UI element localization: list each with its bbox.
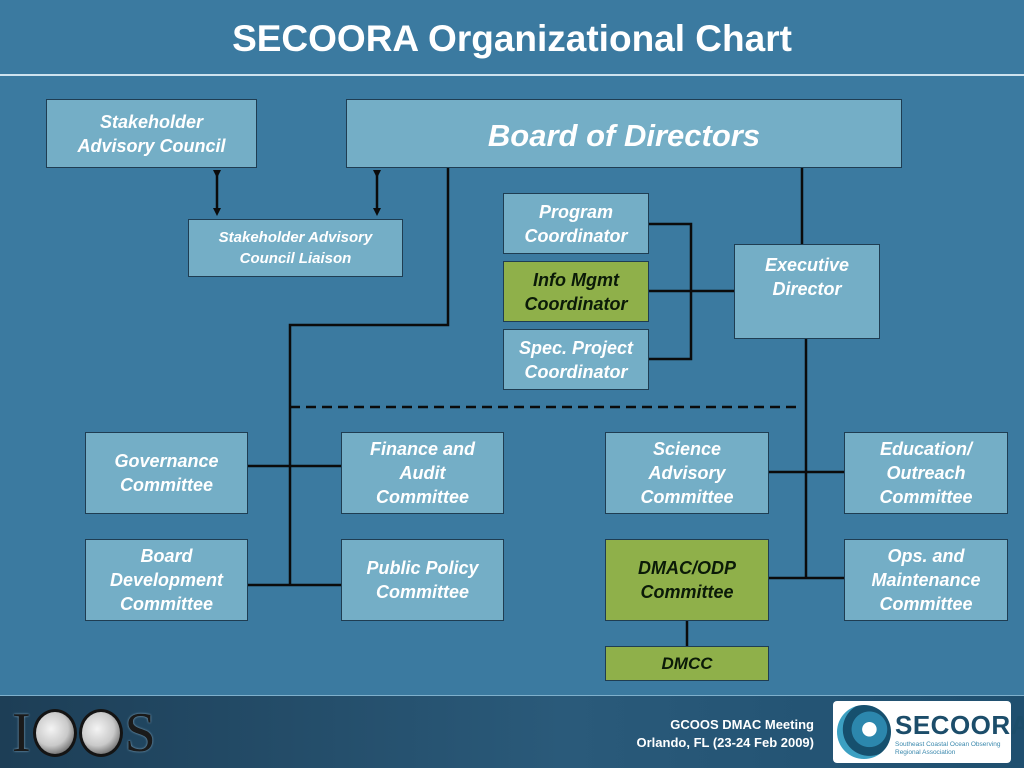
secoora-logo: SECOORA Southeast Coastal Ocean Observin… xyxy=(833,701,1024,763)
ioos-logo-letter-s: S xyxy=(124,702,156,764)
ioos-logo: I S xyxy=(12,705,156,761)
public-policy-committee-box: Public Policy Committee xyxy=(341,539,504,621)
title-divider xyxy=(0,74,1024,76)
globe-icon xyxy=(78,709,123,757)
meeting-line-2: Orlando, FL (23-24 Feb 2009) xyxy=(636,735,814,750)
stakeholder-liaison-box: Stakeholder Advisory Council Liaison xyxy=(188,219,403,277)
ops-maintenance-committee-box: Ops. and Maintenance Committee xyxy=(844,539,1008,621)
secoora-logo-name: SECOORA xyxy=(895,710,1024,740)
executive-director-box: Executive Director xyxy=(734,244,880,339)
meeting-caption: GCOOS DMAC Meeting Orlando, FL (23-24 Fe… xyxy=(637,716,814,752)
globe-icon xyxy=(32,709,77,757)
board-of-directors-box: Board of Directors xyxy=(346,99,902,168)
wave-swirl-icon xyxy=(837,705,891,759)
info-mgmt-coordinator-box: Info Mgmt Coordinator xyxy=(503,261,649,322)
page-title: SECOORA Organizational Chart xyxy=(232,18,792,59)
science-advisory-committee-box: Science Advisory Committee xyxy=(605,432,769,514)
stakeholder-advisory-council-box: Stakeholder Advisory Council xyxy=(46,99,257,168)
finance-audit-committee-box: Finance and Audit Committee xyxy=(341,432,504,514)
program-coordinator-box: Program Coordinator xyxy=(503,193,649,254)
dmcc-box: DMCC xyxy=(605,646,769,681)
education-outreach-committee-box: Education/ Outreach Committee xyxy=(844,432,1008,514)
board-committee-line xyxy=(288,168,450,585)
board-development-committee-box: Board Development Committee xyxy=(85,539,248,621)
ioos-logo-letter-i: I xyxy=(12,702,31,764)
governance-committee-box: Governance Committee xyxy=(85,432,248,514)
secoora-logo-subtitle: Southeast Coastal Ocean Observing Region… xyxy=(895,741,1001,756)
dmac-odp-committee-box: DMAC/ODP Committee xyxy=(605,539,769,621)
meeting-line-1: GCOOS DMAC Meeting xyxy=(670,717,814,732)
spec-project-coordinator-box: Spec. Project Coordinator xyxy=(503,329,649,390)
